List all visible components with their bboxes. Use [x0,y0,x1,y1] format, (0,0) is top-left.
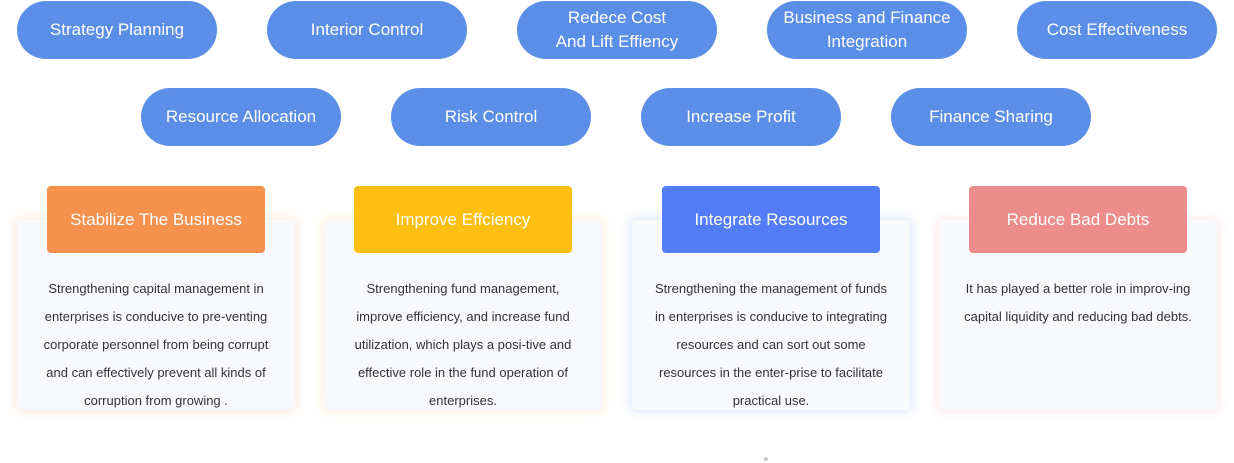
goal-pill-cost-effectiveness: Cost Effectiveness [1017,1,1217,59]
goal-pill-risk-control: Risk Control [391,88,591,146]
card-header-efficiency: Improve Effciency [354,186,572,253]
footnote-mark: 。 [764,452,774,463]
goal-pill-reduce-cost: Redece Cost And Lift Effiency [517,1,717,59]
card-header-bad-debts: Reduce Bad Debts [969,186,1187,253]
card-text-efficiency: Strengthening fund management, improve e… [354,281,572,408]
card-header-integrate: Integrate Resources [662,186,880,253]
goal-pill-business-finance-integration: Business and Finance Integration [767,1,967,59]
goal-pill-interior-control: Interior Control [267,1,467,59]
goal-pill-strategy-planning: Strategy Planning [17,1,217,59]
card-text-bad-debts: It has played a better role in improv-in… [964,281,1192,324]
card-text-stabilize: Strengthening capital management in ente… [43,281,269,408]
goal-pill-finance-sharing: Finance Sharing [891,88,1091,146]
goal-pill-increase-profit: Increase Profit [641,88,841,146]
card-header-stabilize: Stabilize The Business [47,186,265,253]
card-text-integrate: Strengthening the management of funds in… [655,281,887,408]
goal-pill-resource-allocation: Resource Allocation [141,88,341,146]
